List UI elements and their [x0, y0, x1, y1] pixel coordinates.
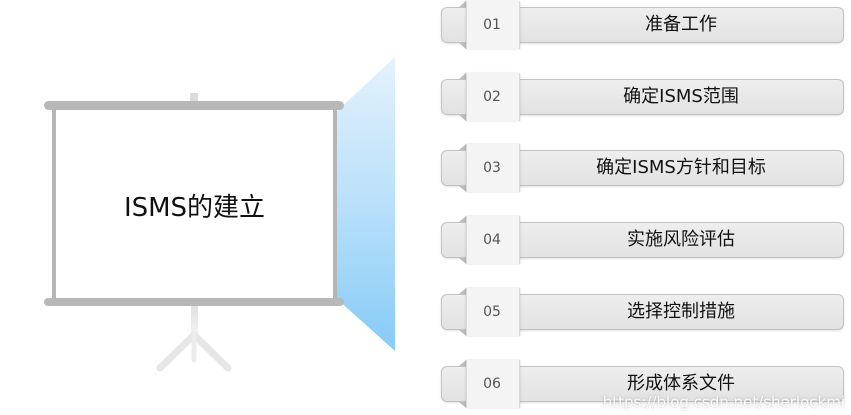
step-label: 确定ISMS范围	[518, 79, 844, 115]
step-label: 准备工作	[518, 7, 844, 43]
step-number: 05	[466, 294, 518, 330]
step-number: 03	[466, 150, 518, 186]
screen-top-bar	[44, 101, 344, 110]
step-label: 实施风险评估	[518, 222, 844, 258]
watermark-url: https://blog.csdn.net/sherlockmi	[603, 393, 845, 411]
fold-corner-bottom	[459, 258, 466, 264]
fold-corner-top	[459, 144, 466, 150]
fold-corner-top	[459, 288, 466, 294]
step-label: 确定ISMS方针和目标	[518, 150, 844, 186]
step-number: 01	[466, 7, 518, 43]
step-item-02: 02 确定ISMS范围	[441, 79, 844, 115]
step-number: 06	[466, 366, 518, 402]
fold-corner-top	[459, 1, 466, 7]
fold-corner-top	[459, 73, 466, 79]
step-item-01: 01 准备工作	[441, 7, 844, 43]
fold-corner-bottom	[459, 115, 466, 121]
fold-corner-bottom	[459, 43, 466, 49]
fold-corner-bottom	[459, 186, 466, 192]
fold-corner-top	[459, 360, 466, 366]
step-number: 02	[466, 79, 518, 115]
step-item-03: 03 确定ISMS方针和目标	[441, 150, 844, 186]
fold-corner-top	[459, 216, 466, 222]
fold-corner-bottom	[459, 330, 466, 336]
fold-corner-bottom	[459, 402, 466, 408]
step-label: 选择控制措施	[518, 294, 844, 330]
step-item-04: 04 实施风险评估	[441, 222, 844, 258]
step-item-05: 05 选择控制措施	[441, 294, 844, 330]
screen-title: ISMS的建立	[56, 110, 333, 300]
projector-beam	[337, 57, 395, 351]
step-number: 04	[466, 222, 518, 258]
